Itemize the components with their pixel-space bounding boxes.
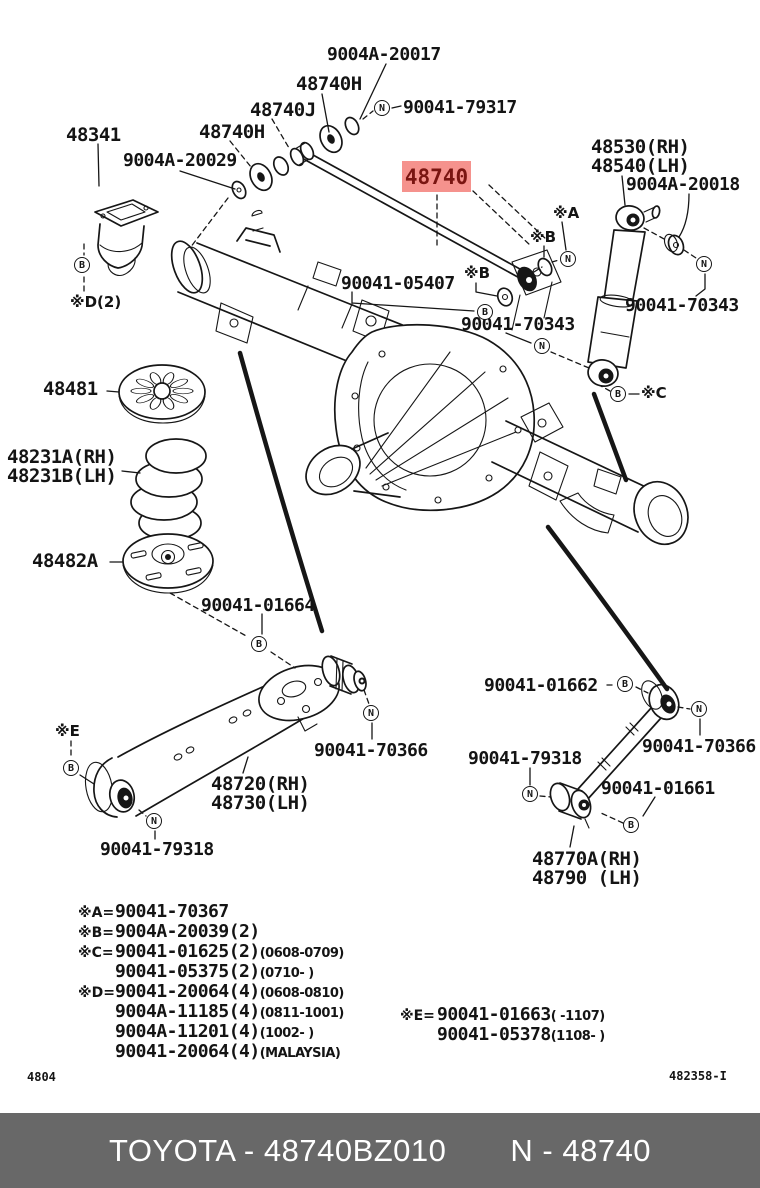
ref-symbol-e: ※E [55,722,80,740]
spring-upper-insulator-drawing [118,364,206,424]
callout-48540-lh[interactable]: 48540(LH) [591,155,690,177]
page-code: 4804 [27,1070,56,1084]
callout-48341[interactable]: 48341 [66,124,121,146]
legend-row: 90041-20064(4)(MALAYSIA) [115,1041,341,1062]
callout-9004a-20029[interactable]: 9004A-20029 [123,150,237,171]
bolt-marker: B [63,760,79,776]
coil-spring-drawing [130,438,207,541]
right-axle-tube-drawing [491,249,689,546]
bolt-marker: B [623,817,639,833]
bolt-marker: B [617,676,633,692]
callout-48530-rh[interactable]: 48530(RH) [591,136,690,158]
nut-marker: N [560,251,576,267]
nut-marker: N [146,813,162,829]
leader-lines-dashed [70,110,697,824]
callout-90041-70343-center[interactable]: 90041-70343 [461,314,575,335]
callout-48730-lh[interactable]: 48730(LH) [211,792,310,814]
emphasis-strokes [237,350,670,692]
leader-lines [79,63,706,848]
nut-marker: N [374,100,390,116]
substitution-legend-left: ※A=90041-70367 ※B=9004A-20039(2) ※C=9004… [78,901,344,1062]
callout-48231b-lh[interactable]: 48231B(LH) [7,465,117,487]
nut-marker: N [363,705,379,721]
legend-row: 9004A-11201(4)(1002- ) [115,1021,314,1042]
bolt-marker: B [477,304,493,320]
callout-90041-05407[interactable]: 90041-05407 [341,273,455,294]
callout-48231a-rh[interactable]: 48231A(RH) [7,446,117,468]
callout-90041-01662[interactable]: 90041-01662 [484,675,598,696]
callout-48790-lh[interactable]: 48790 (LH) [532,867,642,889]
ref-symbol-b-lower: ※B [464,264,491,282]
lateral-rod-drawing [231,116,553,307]
lower-control-arm-drawing [84,655,367,818]
callout-48720-rh[interactable]: 48720(RH) [211,773,310,795]
nut-marker: N [696,256,712,272]
callout-48740h-upper[interactable]: 48740H [296,73,362,95]
legend-row: ※A=90041-70367 [78,901,229,922]
figure-code: 482358-I [669,1069,727,1083]
legend-row: ※E=90041-01663( -1107) [400,1004,605,1025]
callout-48740j[interactable]: 48740J [250,99,316,121]
callout-90041-70366-right[interactable]: 90041-70366 [642,736,756,757]
legend-row: ※B=9004A-20039(2) [78,921,260,942]
spring-lower-seat-drawing [122,533,214,594]
callout-9004a-20017[interactable]: 9004A-20017 [327,44,441,65]
callout-9004a-20018[interactable]: 9004A-20018 [626,174,740,195]
callout-90041-70343-right[interactable]: 90041-70343 [625,295,739,316]
callout-48481[interactable]: 48481 [43,378,98,400]
bump-stopper-drawing [94,199,159,276]
legend-row: 9004A-11185(4)(0811-1001) [115,1001,344,1022]
callout-48482a[interactable]: 48482A [32,550,98,572]
ref-symbol-a: ※A [553,204,580,222]
callout-90041-01664[interactable]: 90041-01664 [201,595,315,616]
parts-diagram-drawing [70,63,706,848]
legend-row: ※D=90041-20064(4)(0608-0810) [78,981,344,1002]
nut-marker: N [534,338,550,354]
callout-90041-01661[interactable]: 90041-01661 [601,778,715,799]
bolt-marker: B [251,636,267,652]
ref-symbol-d2: ※D(2) [70,293,122,311]
differential-drawing [305,323,536,512]
bolt-marker: B [74,257,90,273]
maker-part-number: TOYOTA - 48740BZ010 [108,1132,447,1168]
catalog-part-number: N - 48740 [510,1132,652,1168]
nut-marker: N [522,786,538,802]
legend-row: 90041-05378(1108- ) [437,1024,605,1045]
upper-control-arm-drawing [549,680,680,829]
nut-marker: N [691,701,707,717]
ref-symbol-c: ※C [641,384,667,402]
footer-bar: TOYOTA - 48740BZ010 N - 48740 [0,1113,760,1188]
callout-48770a-rh[interactable]: 48770A(RH) [532,848,642,870]
legend-row: ※C=90041-01625(2)(0608-0709) [78,941,344,962]
shock-absorber-drawing [587,205,685,387]
callout-90041-70366-left[interactable]: 90041-70366 [314,740,428,761]
highlighted-callout-48740[interactable]: 48740 [402,161,471,192]
bolt-marker: B [610,386,626,402]
legend-row: 90041-05375(2)(0710- ) [115,961,314,982]
callout-48740h-lower[interactable]: 48740H [199,121,265,143]
substitution-legend-right: ※E=90041-01663( -1107) 90041-05378(1108-… [400,1004,605,1045]
ref-symbol-b-upper: ※B [530,228,557,246]
callout-90041-79318-right[interactable]: 90041-79318 [468,748,582,769]
callout-90041-79318-left[interactable]: 90041-79318 [100,839,214,860]
frame-dashed-lines [189,184,548,249]
callout-90041-79317[interactable]: 90041-79317 [403,97,517,118]
